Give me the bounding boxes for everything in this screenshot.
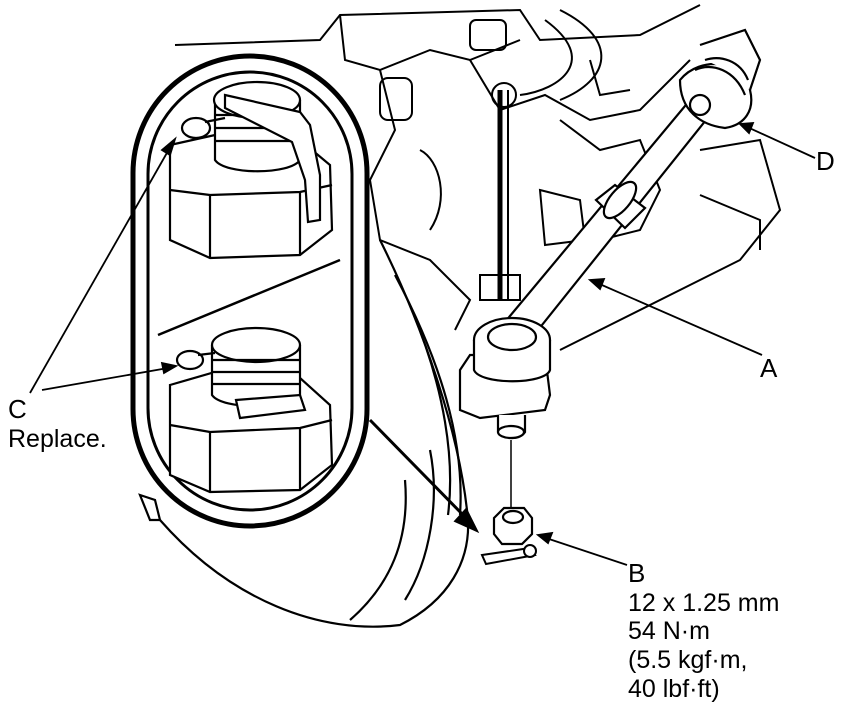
tie-rod-end xyxy=(458,316,552,440)
callout-b-spec-thread: 12 x 1.25 mm xyxy=(628,589,779,617)
suspension-background xyxy=(174,4,782,351)
callout-b-spec-torque-kgf: (5.5 kgf·m, xyxy=(628,646,747,674)
tie-rod xyxy=(503,98,712,342)
wheel-tire xyxy=(138,239,470,628)
callout-a-letter: A xyxy=(760,353,778,383)
cotter-pin xyxy=(480,544,537,566)
callout-b-spec-torque-nm: 54 N·m xyxy=(628,617,710,645)
callout-b-letter: B xyxy=(628,558,645,588)
steering-boot xyxy=(678,28,762,130)
callout-d-letter: D xyxy=(816,146,835,176)
inset-leader-arrow xyxy=(368,418,480,534)
inset-nut-lower xyxy=(168,326,334,494)
inset-nut-upper xyxy=(168,80,334,260)
castle-nut xyxy=(492,506,534,546)
callout-b-spec-torque-lbf: 40 lbf·ft) xyxy=(628,675,720,703)
callout-leaders xyxy=(29,121,816,566)
callout-c-letter: C xyxy=(8,394,27,424)
detail-inset xyxy=(130,53,370,529)
callout-c-note: Replace. xyxy=(8,425,107,453)
